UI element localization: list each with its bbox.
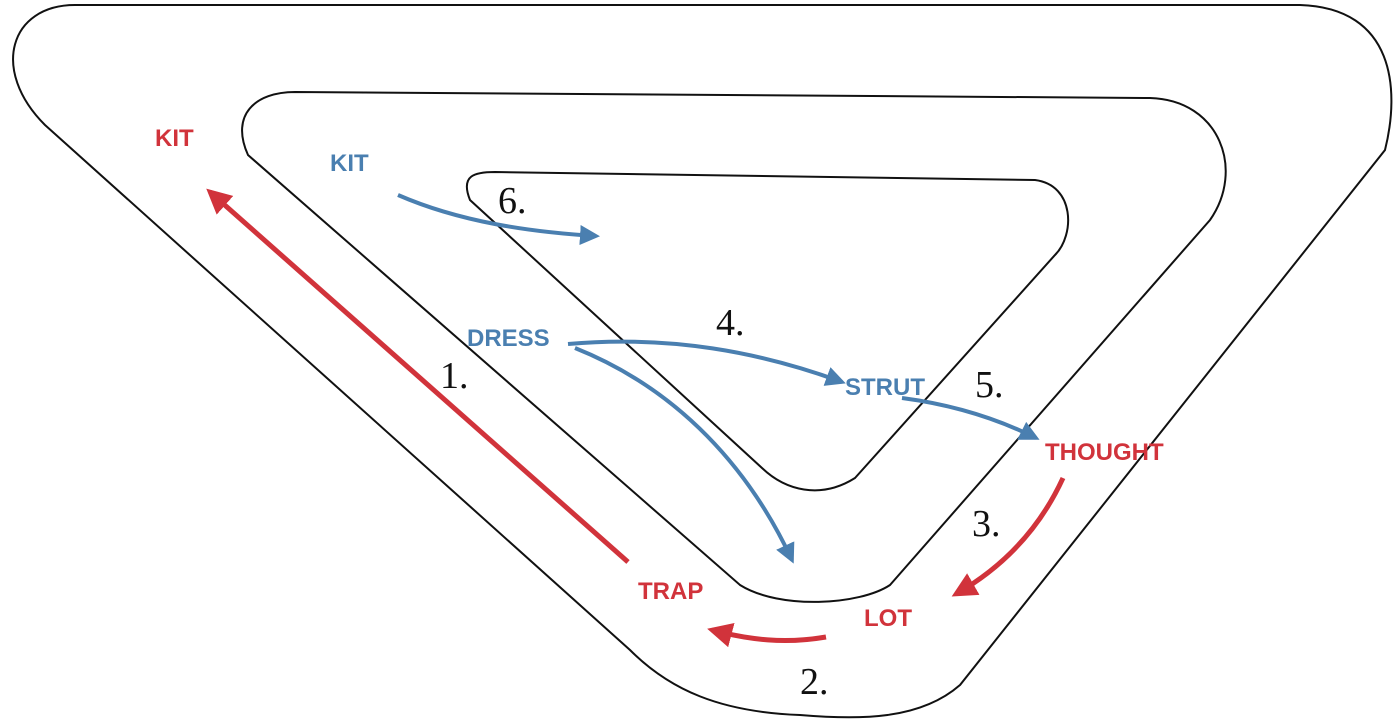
step-3: 3. (972, 503, 1001, 545)
label-trap: TRAP (638, 578, 703, 605)
label-dress: DRESS (467, 325, 550, 352)
label-thought: THOUGHT (1045, 439, 1164, 466)
arrow-step-6 (397, 193, 600, 246)
middle-contour (241, 90, 1227, 603)
arrow-dress-to-trap (574, 346, 795, 564)
outer-contour (12, 4, 1393, 719)
step-1: 1. (440, 355, 469, 397)
label-lot: LOT (864, 605, 912, 632)
arrow-step-3 (951, 476, 1066, 597)
step-6: 6. (498, 180, 527, 222)
label-blue-kit: KIT (330, 150, 369, 177)
step-2: 2. (800, 661, 829, 703)
label-red-kit: KIT (155, 125, 194, 152)
step-5: 5. (975, 364, 1004, 406)
arrow-step-5 (901, 396, 1040, 440)
label-strut: STRUT (845, 374, 925, 401)
arrow-step-1 (206, 188, 630, 564)
inner-contour (465, 170, 1069, 492)
step-4: 4. (716, 302, 745, 344)
arrow-step-4 (567, 339, 846, 386)
arrow-step-2 (707, 622, 827, 648)
